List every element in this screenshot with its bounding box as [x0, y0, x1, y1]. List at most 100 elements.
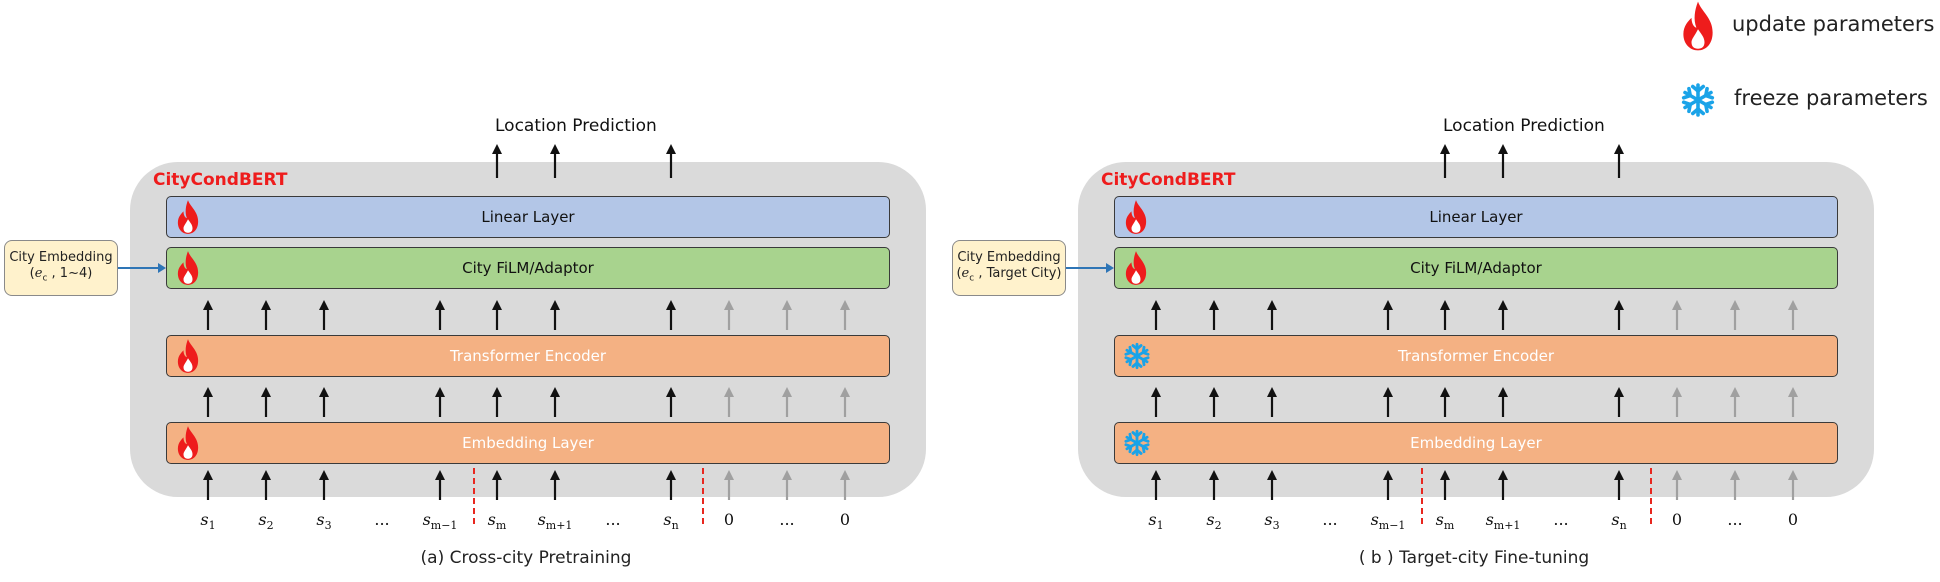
output-arrow [1498, 144, 1508, 178]
input-token: sm [487, 510, 507, 533]
city-embedding-arrow [1066, 263, 1114, 273]
embedding-input-arrow [1788, 470, 1798, 500]
embedding-input-arrow [1440, 470, 1450, 500]
input-token: sm−1 [422, 510, 458, 533]
embedding-input-arrow [435, 470, 445, 500]
embedding-layer-label: Embedding Layer [462, 434, 594, 452]
input-token: ... [1553, 510, 1569, 529]
encoder-input-arrow [319, 387, 329, 417]
film-input-arrow [666, 300, 676, 330]
film-input-arrow [203, 300, 213, 330]
input-token: s3 [316, 510, 332, 533]
input-token: ... [1322, 510, 1338, 529]
encoder-input-arrow [203, 387, 213, 417]
embedding-input-arrow [1614, 470, 1624, 500]
city-embedding-arrow [118, 263, 166, 273]
flame-icon [1125, 251, 1147, 285]
input-token: s2 [1206, 510, 1222, 533]
embedding-input-arrow [1383, 470, 1393, 500]
model-name: CityCondBERT [1101, 170, 1236, 190]
transformer-encoder-layer-label: Transformer Encoder [1397, 347, 1555, 365]
panel-caption: (a) Cross-city Pretraining [420, 548, 632, 568]
film-input-arrow [1614, 300, 1624, 330]
encoder-input-arrow [1614, 387, 1624, 417]
encoder-input-arrow [782, 387, 792, 417]
encoder-input-arrow [1788, 387, 1798, 417]
arrows-layer [118, 144, 850, 528]
input-token: sn [1611, 510, 1627, 533]
output-arrow [1440, 144, 1450, 178]
film-input-arrow [1498, 300, 1508, 330]
encoder-input-arrow [1440, 387, 1450, 417]
city-embedding-title: City Embedding [957, 249, 1061, 265]
linear-layer-label: Linear Layer [481, 208, 575, 226]
output-label: Location Prediction [1443, 116, 1605, 136]
embedding-input-arrow [1498, 470, 1508, 500]
flame-icon [1125, 200, 1147, 234]
input-token: ... [1727, 510, 1743, 529]
film-input-arrow [1440, 300, 1450, 330]
film-input-arrow [1788, 300, 1798, 330]
linear-layer: Linear Layer [1114, 196, 1838, 238]
output-arrow [550, 144, 560, 178]
encoder-input-arrow [1267, 387, 1277, 417]
embedding-layer: Embedding Layer [1114, 422, 1838, 464]
film-adaptor-layer-label: City FiLM/Adaptor [1410, 259, 1542, 277]
city-embedding-box: City Embedding(ec , 1~4) [4, 240, 118, 296]
embedding-input-arrow [492, 470, 502, 500]
transformer-encoder-layer: Transformer Encoder [1114, 335, 1838, 377]
film-input-arrow [782, 300, 792, 330]
film-input-arrow [1267, 300, 1277, 330]
film-adaptor-layer: City FiLM/Adaptor [1114, 247, 1838, 289]
film-input-arrow [1151, 300, 1161, 330]
input-token: 0 [1787, 510, 1799, 529]
input-token: sm−1 [1370, 510, 1406, 533]
output-arrow [492, 144, 502, 178]
flame-icon [177, 339, 199, 373]
encoder-input-arrow [1383, 387, 1393, 417]
embedding-input-arrow [261, 470, 271, 500]
encoder-input-arrow [724, 387, 734, 417]
model-name: CityCondBERT [153, 170, 288, 190]
embedding-layer: Embedding Layer [166, 422, 890, 464]
input-token: sm [1435, 510, 1455, 533]
city-embedding-title: City Embedding [9, 249, 113, 265]
input-token: s3 [1264, 510, 1280, 533]
city-embedding-box: City Embedding(ec , Target City) [952, 240, 1066, 296]
transformer-encoder-layer-label: Transformer Encoder [449, 347, 607, 365]
snowflake-icon [1681, 83, 1715, 117]
legend: update parameters freeze parameters [1660, 0, 1940, 130]
embedding-input-arrow [1267, 470, 1277, 500]
embedding-input-arrow [1672, 470, 1682, 500]
panel-caption: ( b ) Target-city Fine-tuning [1358, 548, 1590, 568]
input-token: s1 [200, 510, 216, 533]
film-input-arrow [1730, 300, 1740, 330]
encoder-input-arrow [1209, 387, 1219, 417]
film-input-arrow [492, 300, 502, 330]
transformer-encoder-layer: Transformer Encoder [166, 335, 890, 377]
encoder-input-arrow [666, 387, 676, 417]
input-token: 0 [723, 510, 735, 529]
embedding-input-arrow [1151, 470, 1161, 500]
snowflake-icon [1124, 429, 1150, 457]
update-parameters-label: update parameters [1732, 12, 1935, 36]
flame-icon [177, 251, 199, 285]
encoder-input-arrow [492, 387, 502, 417]
city-embedding-value: (ec , 1~4) [29, 265, 93, 284]
linear-layer: Linear Layer [166, 196, 890, 238]
input-token: 0 [839, 510, 851, 529]
film-input-arrow [319, 300, 329, 330]
film-input-arrow [840, 300, 850, 330]
output-label: Location Prediction [495, 116, 657, 136]
flame-icon [177, 426, 199, 460]
input-token: sn [663, 510, 679, 533]
film-input-arrow [1672, 300, 1682, 330]
input-token: ... [605, 510, 621, 529]
embedding-input-arrow [550, 470, 560, 500]
embedding-input-arrow [1730, 470, 1740, 500]
film-adaptor-layer: City FiLM/Adaptor [166, 247, 890, 289]
input-token: s2 [258, 510, 274, 533]
encoder-input-arrow [1498, 387, 1508, 417]
